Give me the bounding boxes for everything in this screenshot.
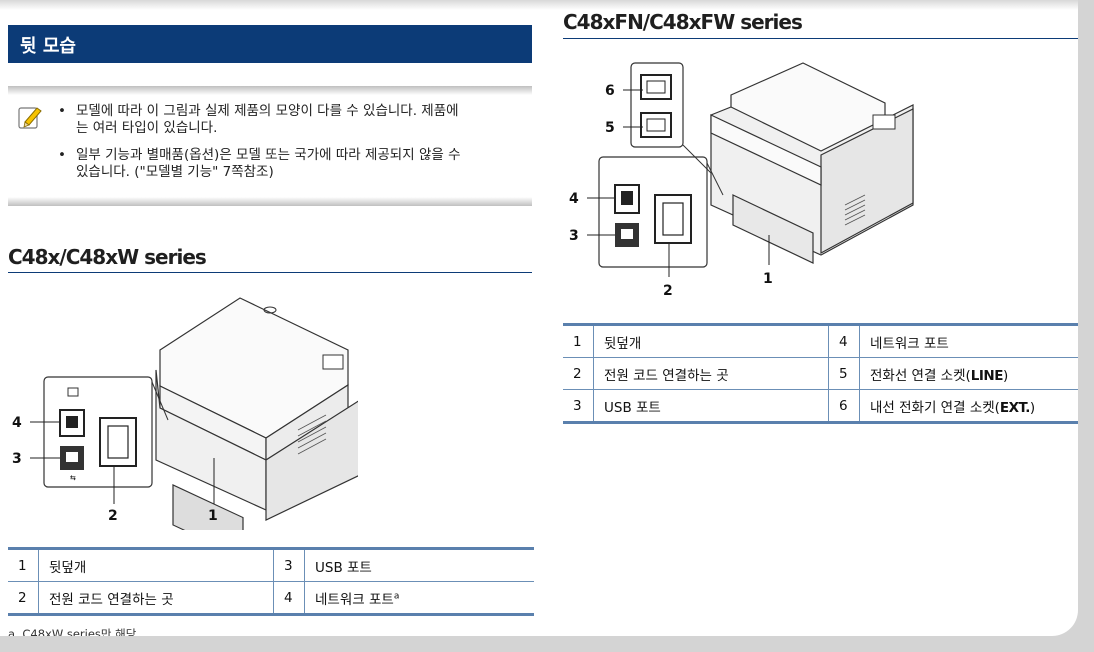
footnote-marker: a — [393, 591, 400, 601]
footnote: a. C48xW series만 해당. — [8, 627, 140, 636]
left-parts-table: 1 뒷덮개 3 USB 포트 2 전원 코드 연결하는 곳 4 네트워크 포트a — [8, 547, 534, 616]
callout-label: 4 — [569, 191, 579, 207]
note-pencil-icon — [18, 107, 42, 129]
phone-line-port-icon — [640, 74, 672, 138]
table-row: 2 전원 코드 연결하는 곳 4 네트워크 포트a — [8, 581, 534, 616]
callout-label: 4 — [12, 415, 22, 431]
table-row: 3 USB 포트 6 내선 전화기 연결 소켓(EXT.) — [563, 389, 1078, 424]
table-row: 1 뒷덮개 3 USB 포트 — [8, 547, 534, 582]
section-title: 뒷 모습 — [20, 36, 76, 57]
table-row: 1 뒷덮개 4 네트워크 포트 — [563, 323, 1078, 358]
right-model-heading: C48xFN/C48xFW series — [563, 10, 803, 34]
right-parts-table: 1 뒷덮개 4 네트워크 포트 2 전원 코드 연결하는 곳 5 전화선 연결 … — [563, 323, 1078, 424]
usb-port-icon: ⇆ — [60, 446, 84, 482]
callout-label: 6 — [605, 83, 615, 99]
printer-rear-diagram-right: 6 5 4 3 2 1 — [569, 62, 914, 299]
page-top-shadow — [0, 0, 1078, 10]
callout-label: 1 — [208, 508, 218, 524]
left-model-heading: C48x/C48xW series — [8, 245, 207, 269]
manual-page: 뒷 모습 •모델에 따라 이 그림과 실제 제품의 모양이 다를 수 있습니다.… — [0, 0, 1078, 636]
power-socket-icon — [99, 417, 137, 467]
callout-label: 5 — [605, 120, 615, 136]
callout-label: 3 — [569, 228, 579, 244]
table-row: 2 전원 코드 연결하는 곳 5 전화선 연결 소켓(LINE) — [563, 357, 1078, 390]
heading-rule — [8, 272, 532, 273]
svg-text:⇆: ⇆ — [70, 474, 76, 482]
printer-rear-diagram-left: ⇆ 4 3 2 1 — [12, 297, 358, 530]
callout-label: 1 — [763, 271, 773, 287]
section-banner: 뒷 모습 — [8, 25, 532, 63]
network-port-icon — [59, 387, 85, 437]
callout-label: 2 — [108, 508, 118, 524]
heading-rule — [563, 38, 1078, 39]
callout-label: 2 — [663, 283, 673, 299]
callout-label: 3 — [12, 451, 22, 467]
page-edge — [1078, 0, 1094, 652]
